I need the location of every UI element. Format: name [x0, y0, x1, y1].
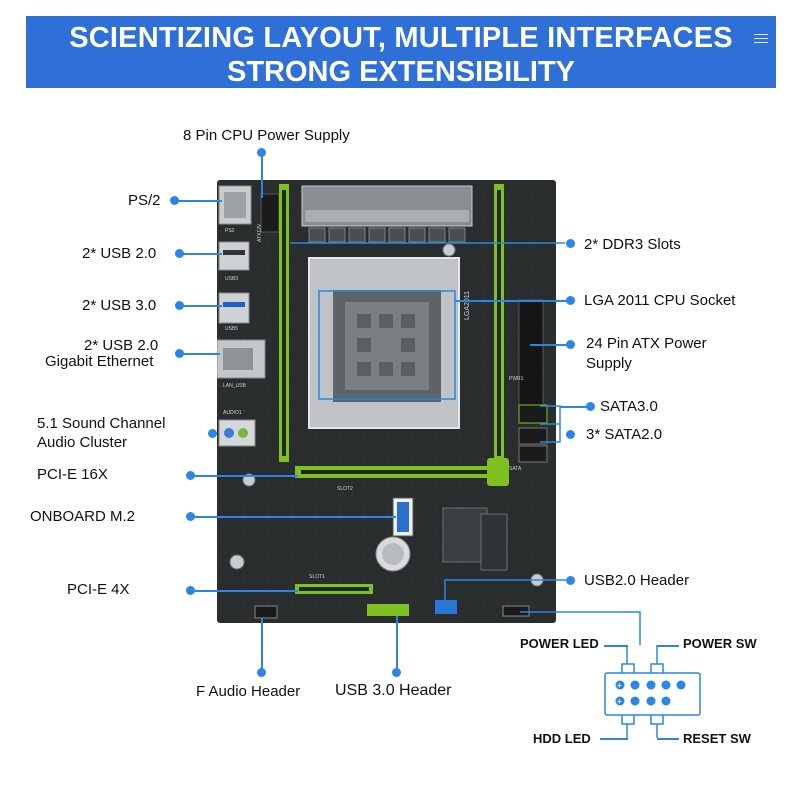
menu-icon[interactable] [754, 34, 768, 46]
cpu-socket-highlight [318, 290, 456, 400]
mark-slot2: SLOT2 [337, 486, 353, 492]
label-sata3: SATA3.0 [600, 398, 658, 415]
dot-cpu-power [257, 148, 266, 157]
mark-usb5: USB5 [225, 326, 238, 332]
dot-sata2 [566, 430, 575, 439]
label-ddr3: 2* DDR3 Slots [584, 236, 681, 253]
dot-cpu-socket [566, 296, 575, 305]
sata3-port [518, 404, 548, 424]
label-ps2: PS/2 [128, 192, 161, 209]
motherboard-illustration: ATX12V LGA2011 SLOT1 SLOT2 PS2 LAN_USB U… [217, 180, 556, 623]
reset-sw-bracket [650, 715, 664, 725]
sata2-port-b [518, 445, 548, 463]
label-usb20-header: USB2.0 Header [584, 572, 690, 589]
label-hdd-led: HDD LED [533, 731, 591, 746]
power-led-bracket [621, 663, 635, 673]
label-usb30: 2* USB 3.0 [82, 297, 157, 314]
sata2-port-a [518, 427, 548, 445]
dot-ethernet [175, 349, 184, 358]
dot-sata3 [586, 402, 595, 411]
svg-text:+: + [617, 681, 622, 690]
dot-usb30-header [392, 668, 401, 677]
label-ethernet: Gigabit Ethernet [45, 353, 154, 370]
mark-slot1: SLOT1 [309, 574, 325, 580]
usb30-port [218, 292, 250, 324]
label-sata2: 3* SATA2.0 [586, 426, 663, 443]
banner-title-line2: STRONG EXTENSIBILITY [226, 56, 576, 88]
dot-audio [208, 429, 217, 438]
label-usb20-b: 2* USB 2.0 [84, 337, 159, 354]
label-atx-2: Supply [586, 355, 632, 372]
hdd-led-bracket [621, 715, 635, 725]
dot-f-audio [257, 668, 266, 677]
label-audio-1: 5.1 Sound Channel [37, 415, 166, 432]
label-power-sw: POWER SW [683, 636, 757, 651]
label-usb30-header: USB 3.0 Header [335, 682, 452, 699]
usb20-port-a [218, 241, 250, 271]
mark-ps2: PS2 [225, 228, 235, 234]
label-reset-sw: RESET SW [683, 731, 751, 746]
dot-atx [566, 340, 575, 349]
label-audio-2: Audio Cluster [37, 434, 128, 451]
label-pcie4: PCI-E 4X [67, 581, 130, 598]
banner-title-line1: SCIENTIZING LAYOUT, MULTIPLE INTERFACES [69, 22, 733, 54]
usb20-header [435, 600, 457, 614]
dot-usb20-header [566, 576, 575, 585]
label-usb20-a: 2* USB 2.0 [82, 245, 157, 262]
header-banner: SCIENTIZING LAYOUT, MULTIPLE INTERFACES … [26, 16, 776, 88]
front-panel-box [604, 672, 701, 716]
label-pcie16: PCI-E 16X [37, 466, 108, 483]
label-m2: ONBOARD M.2 [30, 508, 136, 525]
mark-pwr: PWR1 [509, 376, 524, 382]
label-power-led: POWER LED [520, 636, 599, 651]
label-cpu-power: 8 Pin CPU Power Supply [183, 127, 350, 144]
usb20-header-line [444, 579, 566, 600]
mark-lga: LGA2011 [464, 291, 471, 320]
dot-usb30 [175, 301, 184, 310]
dot-usb20-a [175, 249, 184, 258]
mark-atx12v: ATX12V [257, 223, 263, 242]
power-sw-bracket [650, 663, 664, 673]
mark-audio: AUDIO1 [223, 410, 242, 416]
f-audio-header [254, 605, 278, 619]
mark-sata: SATA [509, 466, 522, 472]
label-atx-1: 24 Pin ATX Power [586, 335, 707, 352]
dot-ddr3 [566, 239, 575, 248]
front-panel-pins [615, 680, 686, 706]
mark-lan-usb: LAN_USB [223, 383, 246, 389]
usb30-header [367, 604, 409, 616]
front-panel-header [502, 605, 530, 617]
mark-usb3: USB3 [225, 276, 238, 282]
label-cpu-socket: LGA 2011 CPU Socket [584, 292, 736, 309]
front-panel-link [520, 611, 641, 645]
label-f-audio: F Audio Header [196, 683, 301, 700]
svg-text:+: + [617, 697, 622, 706]
